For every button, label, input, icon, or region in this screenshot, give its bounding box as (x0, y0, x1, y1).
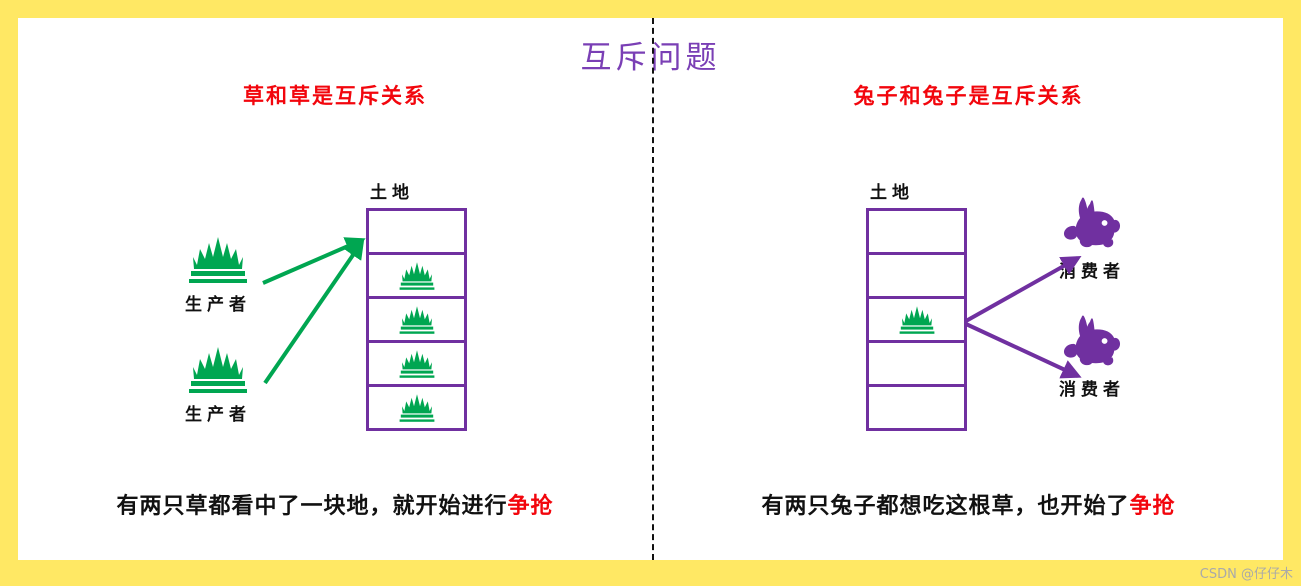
panel-left-resource-label: 土地 (370, 183, 414, 203)
table-row (869, 255, 964, 299)
grass-icon (399, 349, 434, 378)
grass-icon (399, 261, 434, 290)
actor-icon-wrap (170, 343, 266, 395)
table-row (369, 387, 464, 431)
grass-icon (899, 305, 934, 334)
panel-left-subtitle: 草和草是互斥关系 (243, 83, 427, 108)
grass-icon (189, 347, 247, 393)
caption-text: 有两只草都看中了一块地，就开始进行 (116, 493, 508, 519)
grass-icon (189, 237, 247, 283)
actor-icon-wrap (1044, 197, 1140, 252)
table-row (869, 299, 964, 343)
grass-icon (399, 305, 434, 334)
panel-right-land-table (866, 208, 967, 431)
actor-label: 消费者 (1059, 262, 1125, 282)
panel-right-resource-label: 土地 (870, 183, 914, 203)
panel-divider (652, 18, 654, 560)
panel-right-actor-2: 消费者 (1044, 315, 1140, 400)
slide-canvas: 互斥问题 草和草是互斥关系 土地 (18, 18, 1283, 560)
actor-label: 生产者 (185, 405, 251, 425)
arrow-producer-1 (262, 237, 366, 285)
watermark: CSDN @仔仔木 (1199, 567, 1293, 582)
caption-text: 有两只兔子都想吃这根草，也开始了 (761, 493, 1130, 519)
panel-left-caption: 有两只草都看中了一块地，就开始进行争抢 (18, 488, 652, 520)
table-row (869, 343, 964, 387)
panel-right-caption: 有两只兔子都想吃这根草，也开始了争抢 (654, 488, 1283, 520)
arrow-producer-2 (263, 238, 365, 385)
actor-icon-wrap (170, 233, 266, 285)
caption-accent: 争抢 (507, 493, 554, 519)
panel-left: 草和草是互斥关系 土地 (18, 18, 652, 560)
grass-icon (399, 393, 434, 422)
table-row (369, 211, 464, 255)
panel-right-subtitle: 兔子和兔子是互斥关系 (853, 83, 1084, 108)
panel-left-actor-1: 生产者 (170, 233, 266, 315)
table-row (369, 299, 464, 343)
panel-left-land-table (366, 208, 467, 431)
actor-label: 消费者 (1059, 380, 1125, 400)
table-row (869, 387, 964, 431)
actor-label: 生产者 (185, 295, 251, 315)
page-title: 互斥问题 (580, 40, 721, 76)
rabbit-icon (1063, 315, 1121, 366)
rabbit-icon (1063, 197, 1121, 248)
actor-icon-wrap (1044, 315, 1140, 370)
caption-accent: 争抢 (1129, 493, 1176, 519)
table-row (869, 211, 964, 255)
panel-left-actor-2: 生产者 (170, 343, 266, 425)
table-row (369, 255, 464, 299)
table-row (369, 343, 464, 387)
panel-right-actor-1: 消费者 (1044, 197, 1140, 282)
panel-right: 兔子和兔子是互斥关系 土地 (654, 18, 1283, 560)
